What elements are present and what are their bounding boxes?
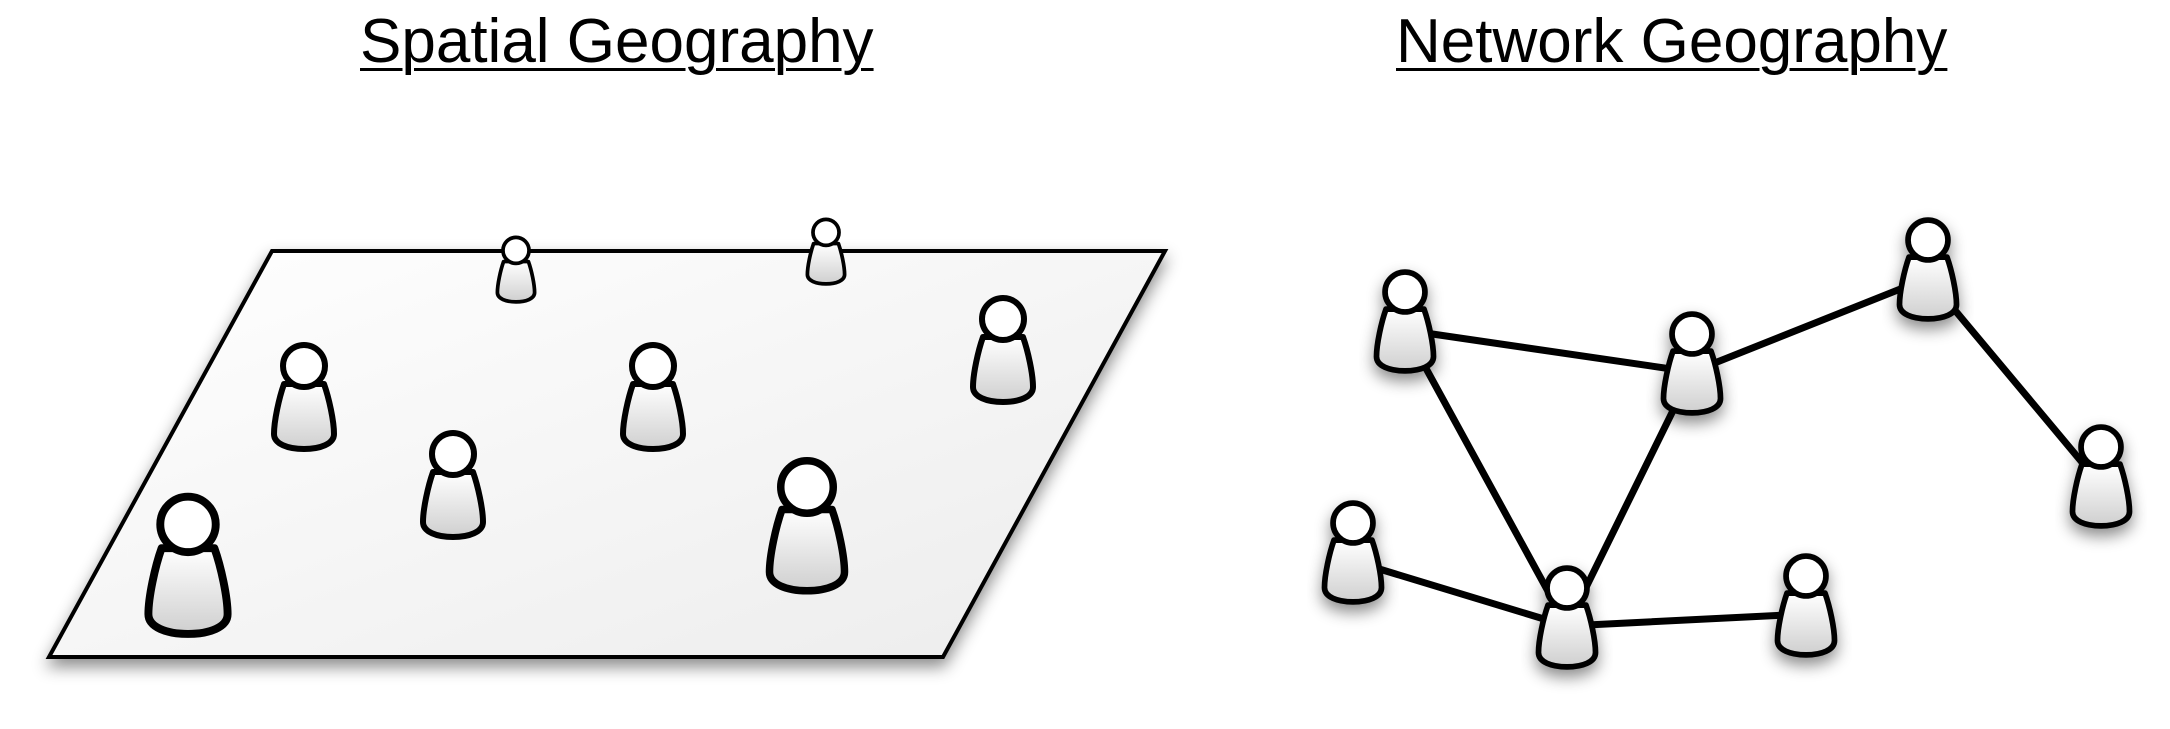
person-icon [1660, 311, 1724, 416]
person-icon [620, 342, 686, 452]
network-edge [1349, 557, 1571, 630]
network-people [1321, 217, 2133, 670]
network-edges [1349, 274, 2105, 630]
spatial-people [144, 217, 1036, 638]
person-icon [1896, 217, 1960, 322]
network-geography-title: Network Geography [1396, 7, 1948, 76]
person-icon [144, 492, 232, 638]
network-edge [1401, 326, 1696, 376]
network-edge [1563, 610, 1810, 630]
person-icon [765, 457, 849, 595]
person-icon [420, 430, 486, 540]
person-icon [1535, 565, 1599, 670]
spatial-geography-title: Spatial Geography [360, 7, 874, 76]
network-edge [1688, 274, 1932, 376]
network-edge [1924, 274, 2105, 489]
person-icon [271, 342, 337, 452]
person-icon [970, 295, 1036, 405]
person-icon [1321, 500, 1385, 605]
person-icon [2069, 424, 2133, 529]
person-icon [1774, 553, 1838, 658]
person-icon [1373, 269, 1437, 374]
network-edge [1401, 326, 1571, 630]
person-icon [805, 217, 847, 286]
spatial-plane [45, 249, 1169, 659]
person-icon [495, 235, 537, 304]
